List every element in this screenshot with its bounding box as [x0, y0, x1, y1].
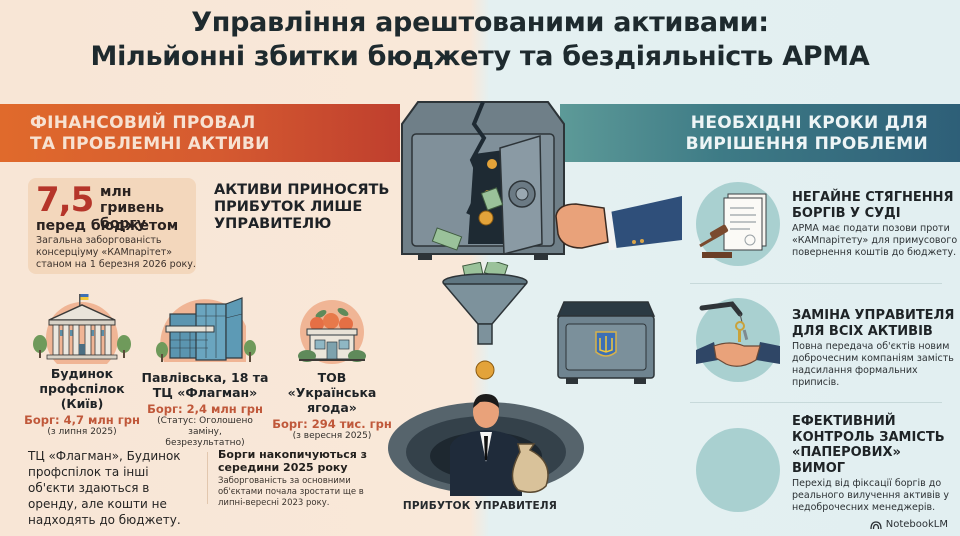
right-banner-line-2: ВИРІШЕННЯ ПРОБЛЕМИ: [685, 134, 928, 154]
asset-debt: Борг: 2,4 млн грн: [147, 402, 263, 416]
step-heading-line-3: «ПАПЕРОВИХ»: [792, 445, 901, 460]
asset-item-pavlivska-flagman: Павлівська, 18 та ТЦ «Флагман» Борг: 2,4…: [140, 296, 270, 449]
hand-icon: [552, 190, 682, 260]
debt-amount: 7,5: [36, 180, 94, 220]
debt-note: Загальна заборгованість консерціуму «КАМ…: [36, 235, 196, 270]
asset-note-line-2: безрезультатно): [165, 438, 245, 448]
debt-subtitle: перед бюджетом: [36, 218, 179, 234]
step-heading-line-1: НЕГАЙНЕ СТЯГНЕННЯ: [792, 190, 954, 205]
asset-note-line-1: (Статус: Оголошено заміну,: [157, 416, 253, 437]
step-heading-line-1: ЗАМІНА УПРАВИТЕЛЯ: [792, 308, 955, 323]
manager-in-hole-icon: [386, 386, 586, 501]
asset-item-trade-union-building: Будинок профспілок (Київ) Борг: 4,7 млн …: [22, 292, 142, 438]
asset-item-ukrainian-berry: ТОВ «Українська ягода» Борг: 294 тис. гр…: [272, 296, 392, 442]
right-banner-line-1: НЕОБХІДНІ КРОКИ ДЛЯ: [690, 113, 928, 133]
step-heading: ЗАМІНА УПРАВИТЕЛЯ ДЛЯ ВСІХ АКТИВІВ: [792, 308, 954, 339]
asset-note: (з липня 2025): [47, 427, 117, 437]
asset-name-line-2: ТЦ «Флагман»: [152, 385, 258, 400]
asset-debt: Борг: 294 тис. грн: [272, 417, 392, 431]
right-section-banner: НЕОБХІДНІ КРОКИ ДЛЯ ВИРІШЕННЯ ПРОБЛЕМИ: [560, 104, 960, 162]
asset-name: Будинок профспілок (Київ): [22, 366, 142, 411]
debt-unit-line-2: боргу: [100, 216, 146, 232]
step-heading: ЕФЕКТИВНИЙ КОНТРОЛЬ ЗАМІСТЬ «ПАПЕРОВИХ» …: [792, 414, 945, 476]
step-replace-manager: ЗАМІНА УПРАВИТЕЛЯ ДЛЯ ВСІХ АКТИВІВ Повна…: [690, 290, 960, 390]
profit-heading-line-2: ПРИБУТОК ЛИШЕ: [214, 199, 363, 215]
manager-profit-label: ПРИБУТОК УПРАВИТЕЛЯ: [402, 500, 558, 512]
debt-accumulation-heading: Борги накопичуються з середини 2025 року: [218, 448, 368, 474]
asset-name-line-1: Будинок: [50, 366, 114, 381]
step-effective-control: ЕФЕКТИВНИЙ КОНТРОЛЬ ЗАМІСТЬ «ПАПЕРОВИХ» …: [690, 408, 960, 518]
step-heading-line-1: ЕФЕКТИВНИЙ: [792, 414, 896, 429]
step-text: Повна передача об'єктів новим доброчесни…: [792, 341, 954, 388]
title-line-1: Управління арештованими активами:: [191, 7, 769, 38]
profit-heading-line-1: АКТИВИ ПРИНОСЯТЬ: [214, 182, 390, 198]
step-heading-line-2: БОРГІВ У СУДІ: [792, 205, 901, 221]
notebooklm-logo-icon: [870, 520, 882, 530]
asset-name-line-2: профспілок (Київ): [39, 381, 125, 411]
step-separator: [690, 283, 942, 284]
asset-debt: Борг: 4,7 млн грн: [24, 413, 140, 427]
handshake-keys-icon: [696, 298, 780, 382]
fruit-shop-icon: [277, 296, 387, 368]
asset-note: (Статус: Оголошено заміну, безрезультатн…: [140, 416, 270, 449]
total-debt-card: 7,5 млн гривень боргу перед бюджетом Заг…: [28, 178, 196, 274]
brand-watermark: NotebookLM: [870, 519, 948, 530]
title-line-2: Мільйонні збитки бюджету та бездіяльніст…: [90, 41, 870, 72]
left-banner-line-2: ТА ПРОБЛЕМНІ АКТИВИ: [30, 134, 270, 154]
profit-heading: АКТИВИ ПРИНОСЯТЬ ПРИБУТОК ЛИШЕ УПРАВИТЕЛ…: [214, 182, 394, 233]
building-columns-icon: [27, 292, 137, 364]
asset-name: ТОВ «Українська ягода»: [272, 370, 392, 415]
step-heading: НЕГАЙНЕ СТЯГНЕННЯ БОРГІВ У СУДІ: [792, 190, 954, 221]
state-safe-trident-icon: [554, 296, 658, 390]
brand-label: NotebookLM: [885, 519, 948, 530]
debt-accumulation-text: Заборгованість за основними об'єктами по…: [218, 476, 364, 508]
debt-accumulation-note: Борги накопичуються з середини 2025 року…: [218, 448, 378, 509]
step-text: АРМА має подати позови проти «КАМпарітет…: [792, 223, 958, 258]
gavel-documents-icon: [696, 182, 780, 266]
vertical-divider: [207, 452, 208, 504]
debt-unit: млн гривень боргу: [100, 184, 196, 232]
asset-note: (з вересня 2025): [292, 431, 372, 441]
profit-heading-line-3: УПРАВИТЕЛЮ: [214, 216, 332, 232]
empty-circle-icon: [696, 428, 780, 512]
asset-name: Павлівська, 18 та ТЦ «Флагман»: [140, 370, 270, 400]
step-court-recovery: НЕГАЙНЕ СТЯГНЕННЯ БОРГІВ У СУДІ АРМА має…: [690, 176, 960, 276]
asset-name-line-2: «Українська ягода»: [287, 385, 377, 415]
money-funnel-icon: [440, 262, 530, 382]
rental-income-note: ТЦ «Флагман», Будинок профспілок та інші…: [28, 449, 181, 527]
asset-name-line-1: Павлівська, 18 та: [141, 370, 269, 385]
left-banner-line-1: ФІНАНСОВИЙ ПРОВАЛ: [30, 113, 256, 133]
step-heading-line-2: КОНТРОЛЬ ЗАМІСТЬ: [792, 429, 945, 445]
broken-safe-icon: [388, 94, 578, 264]
step-heading-line-4: ВИМОГ: [792, 460, 846, 476]
debt-unit-line-1: млн гривень: [100, 184, 165, 216]
left-section-banner: ФІНАНСОВИЙ ПРОВАЛ ТА ПРОБЛЕМНІ АКТИВИ: [0, 104, 400, 162]
asset-name-line-1: ТОВ: [317, 370, 347, 385]
step-text: Перехід від фіксації боргів до реального…: [792, 478, 950, 513]
office-building-icon: [150, 296, 260, 368]
page-title: Управління арештованими активами: Мільйо…: [0, 6, 960, 74]
step-heading-line-2: ДЛЯ ВСІХ АКТИВІВ: [792, 323, 933, 339]
step-separator: [690, 402, 942, 403]
